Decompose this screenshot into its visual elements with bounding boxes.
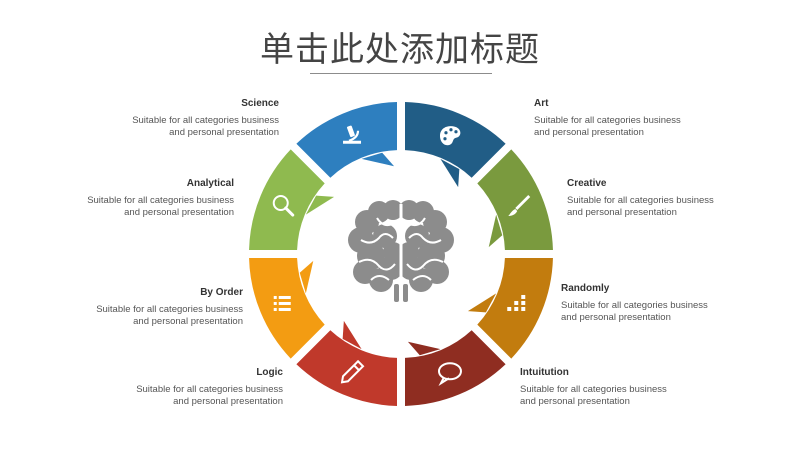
page-title: 单击此处添加标题: [260, 30, 540, 70]
label-line-2: and personal presentation: [133, 316, 243, 327]
label-line-2: and personal presentation: [534, 127, 644, 138]
brush-icon: [508, 195, 531, 217]
label-title: Creative: [567, 178, 607, 189]
label-creative: Creative Suitable for all categories bus…: [567, 178, 787, 219]
label-line-1: Suitable for all categories business: [96, 304, 243, 315]
label-intuitution: Intuitution Suitable for all categories …: [520, 367, 740, 408]
label-title: Science: [241, 98, 279, 109]
segment-intuitution: [405, 330, 506, 406]
segment-pointer: [361, 152, 395, 167]
label-line-1: Suitable for all categories business: [87, 195, 234, 206]
label-line-2: and personal presentation: [169, 127, 279, 138]
segment-pointer: [488, 214, 503, 248]
label-line-2: and personal presentation: [520, 396, 630, 407]
segment-logic: [296, 330, 397, 406]
palette-icon: [439, 126, 461, 146]
label-by-order: By Order Suitable for all categories bus…: [23, 287, 243, 328]
segment-pointer: [342, 320, 362, 350]
segment-science: [296, 102, 397, 178]
brain-icon: [348, 200, 454, 302]
label-line-1: Suitable for all categories business: [520, 384, 667, 395]
segment-creative: [477, 149, 553, 250]
magnifier-icon: [272, 195, 295, 217]
label-logic: Logic Suitable for all categories busine…: [63, 367, 283, 408]
segment-art: [405, 102, 506, 178]
segment-pointer: [467, 293, 497, 313]
label-analytical: Analytical Suitable for all categories b…: [14, 178, 234, 219]
label-line-2: and personal presentation: [124, 207, 234, 218]
segment-pointer: [407, 341, 441, 356]
label-title: Intuitution: [520, 367, 569, 378]
ring-segments: [249, 102, 553, 406]
label-title: Randomly: [561, 283, 610, 294]
label-title: Logic: [256, 367, 283, 378]
pencil-icon: [340, 359, 365, 384]
segment-pointer: [440, 158, 460, 188]
label-science: Science Suitable for all categories busi…: [59, 98, 279, 139]
label-line-1: Suitable for all categories business: [132, 115, 279, 126]
label-line-1: Suitable for all categories business: [561, 300, 708, 311]
label-line-2: and personal presentation: [567, 207, 677, 218]
label-art: Art Suitable for all categories business…: [534, 98, 754, 139]
label-title: By Order: [200, 287, 243, 298]
title-underline: [310, 73, 492, 74]
label-line-2: and personal presentation: [173, 396, 283, 407]
label-title: Analytical: [186, 178, 234, 189]
speech-bubble-icon: [437, 362, 462, 386]
segment-icons: [272, 125, 531, 386]
microscope-icon: [343, 125, 362, 144]
label-line-1: Suitable for all categories business: [534, 115, 681, 126]
label-randomly: Randomly Suitable for all categories bus…: [561, 283, 781, 324]
label-title: Art: [534, 98, 549, 109]
label-line-1: Suitable for all categories business: [567, 195, 714, 206]
list-icon: [273, 295, 291, 311]
grid-icon: [507, 294, 526, 311]
label-line-1: Suitable for all categories business: [136, 384, 283, 395]
segment-pointer: [305, 195, 335, 215]
label-line-2: and personal presentation: [561, 312, 671, 323]
segment-pointer: [299, 260, 314, 294]
